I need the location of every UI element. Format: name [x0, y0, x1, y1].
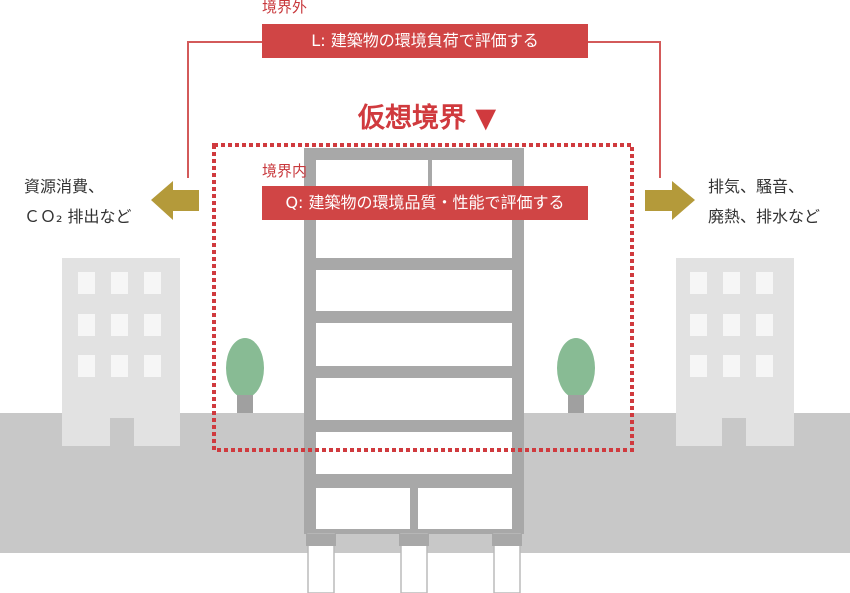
left-tree [226, 338, 264, 413]
left-neighbor-building [62, 258, 180, 446]
right-tree [557, 338, 595, 413]
outside-boundary-box: L: 建築物の環境負荷で評価する [262, 24, 588, 58]
right-output-line2: 廃熱、排水など [708, 207, 821, 226]
right-output-text: 排気、騒音、 廃熱、排水など [708, 172, 820, 232]
inside-boundary-label: 境界内 [262, 162, 308, 180]
left-output-line2: ＣＯ₂ 排出など [24, 207, 132, 226]
right-output-arrow [645, 181, 695, 220]
inside-boundary-box: Q: 建築物の環境品質・性能で評価する [262, 186, 588, 220]
virtual-boundary-title: 仮想境界 ▼ [358, 103, 497, 134]
left-output-text: 資源消費、 ＣＯ₂ 排出など [24, 172, 132, 232]
virtual-boundary-frame [212, 143, 634, 452]
left-output-arrow [151, 181, 199, 220]
outside-boundary-label: 境界外 [262, 0, 308, 16]
right-output-line1: 排気、騒音、 [708, 177, 805, 196]
left-output-line1: 資源消費、 [24, 177, 105, 196]
right-neighbor-building [676, 258, 794, 446]
